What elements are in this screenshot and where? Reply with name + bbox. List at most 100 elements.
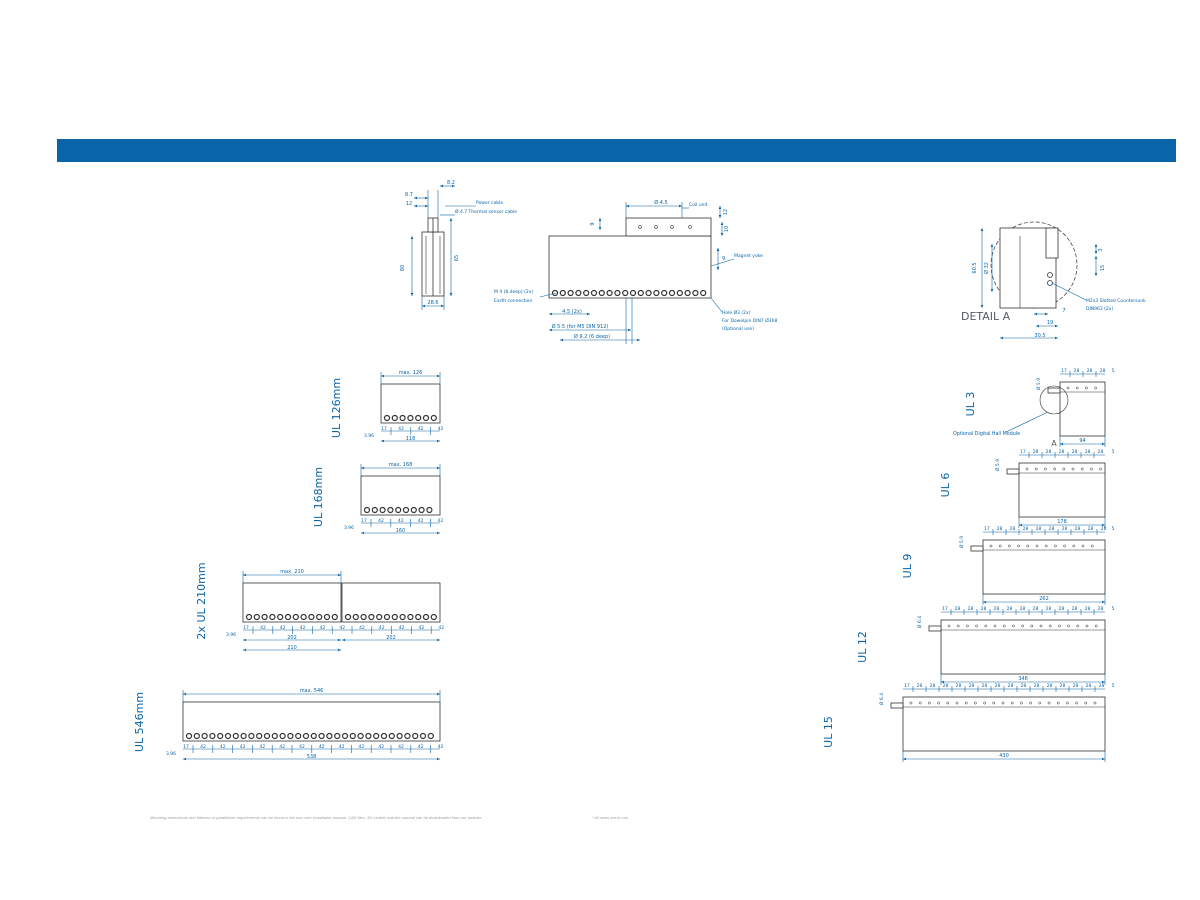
coil-hole [1081,544,1085,548]
arrow-head [381,374,384,378]
dim-text: 9 [590,222,596,225]
dim-text: 28 [1099,683,1105,689]
magnet-mark [209,732,216,740]
arrow-head [243,638,246,642]
coil-hole [1085,624,1089,628]
dim-text: 28 [1010,526,1016,532]
dim-text: 202 [386,635,396,641]
dim-text: 346 [1018,676,1028,682]
arrow-head [637,338,640,342]
dim-text: 42 [200,744,206,750]
magnet-mark [700,289,707,297]
magnet-mark [371,506,378,514]
dim-text: M2x3 Slotted Countersunk [1086,298,1146,304]
dim-text: 118 [406,436,416,442]
magnet-mark [287,732,294,740]
magnet-mark [645,289,652,297]
coil-hole [1035,544,1039,548]
magnet-mark [201,732,208,740]
dim-text: 28 [1100,368,1106,374]
dim-line [539,292,557,298]
arrow-head [452,184,455,188]
magnet-mark [606,289,613,297]
magnet-mark [253,613,260,621]
dim-text: 5 [1112,526,1115,532]
dim-text: 7 [1062,308,1065,314]
dim-text: Hole Ø3 (2x) [722,309,751,316]
magnet-mark [590,289,598,297]
coil-hole [1093,701,1097,705]
magnet-mark [295,732,302,740]
magnet-mark [279,732,286,740]
dim-text: 28 [956,683,962,689]
coil-hole [1072,544,1076,548]
arrow-head [1036,324,1039,328]
dim-text: 28 [1034,683,1040,689]
arrow-head [990,244,994,247]
coil-hole [946,701,950,705]
arrow-head [549,328,552,332]
arrow-head [716,267,720,270]
arrow-head [1019,523,1022,527]
arrow-head [449,293,453,296]
coil-hole [1090,544,1094,548]
dim-text: 42 [438,744,444,750]
dim-text: 4.5 (2x) [562,309,582,315]
dim-text: 42 [299,744,305,750]
dim-text: 60.5 [972,262,978,273]
dim-text: 28 [1023,526,1029,532]
coil-hole [654,225,658,229]
coil-hole [1066,701,1069,705]
footnote-left: Mounting instructions and flatness or pa… [150,815,483,820]
dim-text: Ø 5.9 [1035,378,1042,390]
dim-text: 42 [260,625,266,631]
arrow-head [628,328,631,332]
dim-text: 65 [454,255,460,261]
arrow-head [1102,600,1105,604]
magnet-mark [300,613,307,621]
arrow-head [720,222,724,225]
magnet-mark [245,613,253,621]
magnet-mark [388,732,395,740]
dim-text: Ø 4.7 Thermal sensor cable [455,208,517,215]
arrow-head [716,248,720,251]
dim-text: 42 [359,625,365,631]
arrow-head [980,228,984,231]
magnet-mark [318,732,325,740]
coil-hole [947,624,951,628]
coil-hole [1047,701,1051,705]
coil-hole [1054,544,1057,548]
arrow-head [338,648,341,652]
dim-text: 28 [1059,606,1065,612]
magnet-mark [331,613,338,621]
magnet-mark [622,289,629,297]
magnet-mark [383,414,391,422]
coil-outline [1059,381,1106,437]
coil-hole [1067,624,1070,628]
coil-hole [1026,544,1030,548]
dim-text: 17 [904,683,910,689]
coil-hole [998,544,1002,548]
magnet-mark [637,289,644,297]
coil-hole [1008,544,1011,548]
magnet-mark [575,289,582,297]
magnet-mark [256,732,263,740]
arrow-head [437,757,440,761]
dim-text: DIN963 (2x) [1086,306,1113,312]
dim-text: 42 [418,744,424,750]
footnote-right: * All sizes are in mm [592,815,629,820]
coil-hole [1063,544,1066,548]
magnet-mark [422,613,430,621]
coil-units-title: Coil units [923,1,1014,21]
arrow-head [1102,680,1105,684]
magnet-mark [357,732,364,740]
magnet-mark [363,506,371,514]
arrow-head [1034,312,1037,316]
magnet-mark [341,732,349,740]
coil-hole [909,701,913,705]
dim-text: 42 [279,744,285,750]
arrow-head [437,374,440,378]
magnet-mark [352,613,359,621]
dim-text: 19 [1047,320,1053,326]
